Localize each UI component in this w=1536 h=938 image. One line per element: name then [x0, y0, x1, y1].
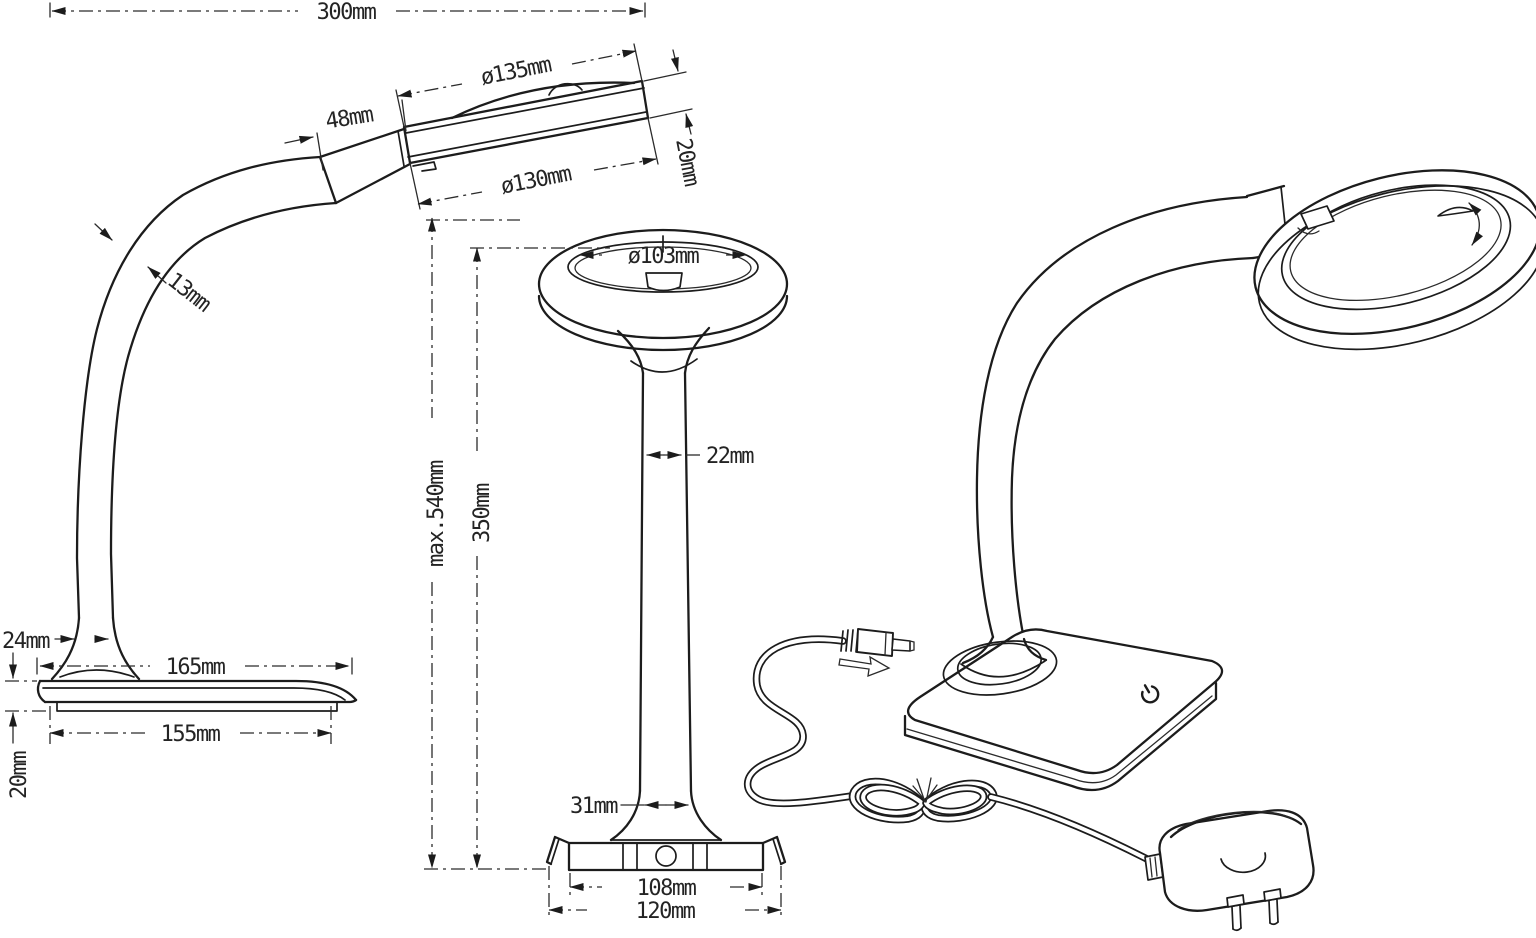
dimension-label: 22mm: [706, 444, 754, 469]
dimension-label: 108mm: [637, 876, 697, 901]
dimension-label: 20mm: [670, 136, 704, 188]
dimension-label: 165mm: [166, 655, 226, 680]
plug-pins: [1226, 888, 1282, 932]
perspective-lamp-head: [1253, 169, 1536, 351]
dimension-column-width: 22mm: [646, 444, 756, 469]
head-clip-detail: [412, 161, 437, 172]
lens-tab-bump: [548, 82, 583, 96]
dimension-column-height: 350mm: [424, 247, 610, 870]
dimension-label: 350mm: [470, 483, 495, 543]
dimension-label: ø135mm: [479, 52, 554, 90]
front-view-base: [545, 835, 787, 872]
lens-tab: [645, 272, 683, 292]
power-cable: [743, 635, 1151, 863]
power-touch-icon[interactable]: [1138, 681, 1161, 705]
dimension-head-lower-diameter: ø130mm: [409, 117, 659, 210]
dimension-head-thickness: 20mm: [643, 49, 704, 188]
dimension-label: ø103mm: [628, 244, 700, 269]
dimension-base-top-depth: 165mm: [36, 655, 353, 680]
dimension-label: 20mm: [7, 751, 32, 799]
head-hinge-tab: [1300, 205, 1335, 230]
side-view: 300mm ø135mm 48mm ø130mm: [2, 0, 704, 799]
dimension-column-bottom-depth: 24mm: [2, 629, 109, 654]
adapter-notch: [1220, 852, 1267, 874]
dimension-label: 155mm: [161, 722, 221, 747]
side-view-lamp-head: [402, 79, 650, 172]
perspective-gooseneck: [975, 184, 1293, 641]
dimension-base-height: 20mm: [5, 652, 48, 799]
dimension-label: 48mm: [324, 102, 376, 134]
dimension-lens-diameter: ø103mm: [579, 244, 747, 269]
dimension-base-outer-width: 120mm: [548, 866, 782, 924]
dimension-label: max.540mm: [424, 460, 449, 567]
dimension-overall-depth: 300mm: [49, 0, 646, 25]
side-view-gooseneck: [50, 155, 338, 681]
dimension-gooseneck-diameter: 13mm: [94, 223, 216, 317]
dimension-max-height: max.540mm: [424, 217, 520, 869]
perspective-base: [903, 628, 1224, 792]
dimension-label: 120mm: [636, 899, 696, 924]
dimension-label: 24mm: [2, 629, 50, 654]
cable-coil: [848, 777, 998, 824]
insert-direction-arrow-icon: [838, 655, 891, 678]
dimension-head-outer-diameter: ø135mm: [395, 43, 643, 128]
front-view: max.540mm 350mm ø103mm 22mm: [424, 217, 789, 924]
front-view-column: [609, 371, 723, 842]
front-view-lamp-head: [537, 228, 789, 375]
dc-connector: [840, 628, 915, 657]
plug-adapter: [1144, 809, 1315, 932]
rotation-arrow-icon: [1468, 202, 1483, 246]
side-view-base: [36, 679, 358, 712]
dimension-label: 300mm: [317, 0, 377, 25]
perspective-view: [743, 169, 1536, 932]
base-screw-hole: [655, 845, 677, 867]
dimension-base-bottom-depth: 155mm: [49, 706, 332, 747]
side-view-neck-collar: [318, 127, 412, 205]
dimension-label: 31mm: [570, 794, 618, 819]
dimension-column-foot-width: 31mm: [570, 794, 689, 819]
dimension-label: ø130mm: [499, 161, 574, 199]
dimension-label: 13mm: [162, 268, 215, 317]
dimension-base-inner-width: 108mm: [569, 873, 763, 901]
